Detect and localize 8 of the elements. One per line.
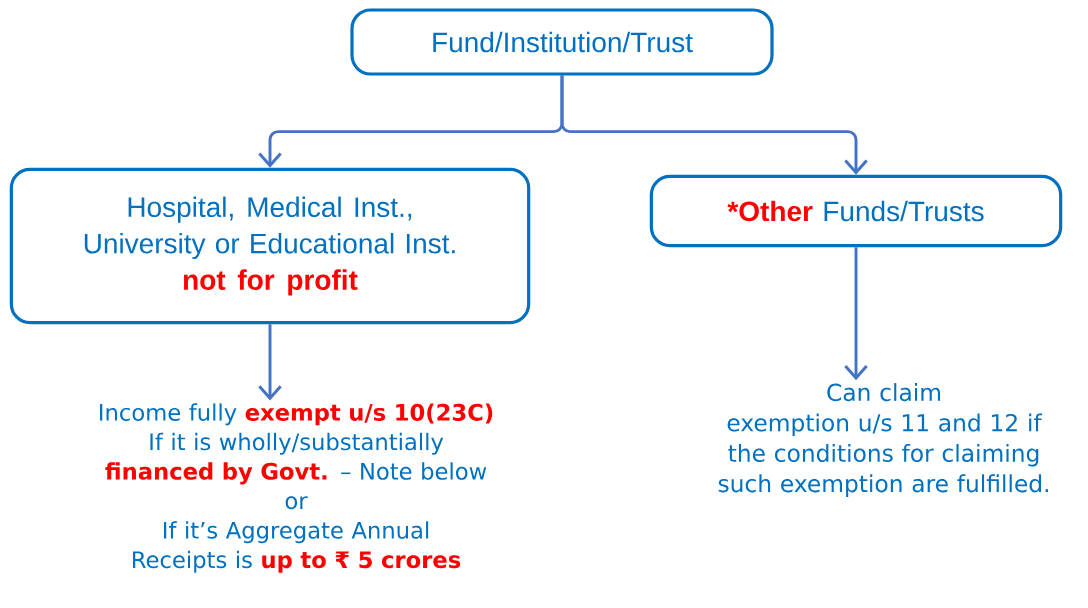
arrow [844, 247, 868, 381]
outcome-text: Income fully exempt u/s 10(23C) If it is wholly/substantially financed by Govt. – Note below or If it’s Aggregate Annual Receipts is up to ₹ 5 crores [100, 403, 493, 573]
process-box: *Other Funds/Trusts [649, 174, 1063, 248]
arrow [258, 324, 282, 401]
process-box: Hospital, Medical Inst., University or Educational Inst. not for profit [9, 167, 531, 325]
outcome-text: Can claim exemption u/s 11 and 12 if the conditions for claiming such exemption are fulfilled. [718, 383, 1048, 497]
process-box: Fund/Institution/Trust [350, 8, 774, 76]
arrow [560, 75, 868, 175]
